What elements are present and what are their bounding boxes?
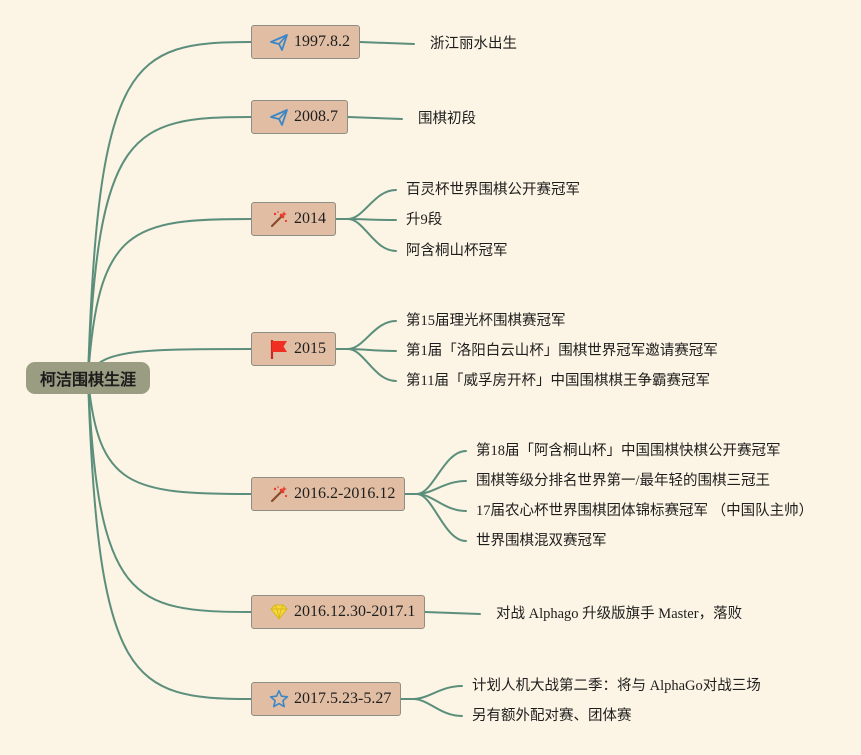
leaf-connector-5-3: [404, 493, 467, 512]
red-flag-icon: [268, 338, 290, 360]
leaf-topic[interactable]: 17届农心杯世界围棋团体锦标赛冠军 （中国队主帅）: [476, 503, 814, 519]
branch-label: 2015: [294, 340, 326, 357]
branch-label: 2008.7: [294, 108, 338, 125]
leaf-topic[interactable]: 第18届「阿含桐山杯」中国围棋快棋公开赛冠军: [476, 443, 781, 459]
leaf-connector-3-1: [335, 189, 397, 220]
leaf-connector-2-1: [347, 116, 403, 120]
root-label: 柯洁围棋生涯: [39, 372, 136, 389]
branch-node-3[interactable]: 2014: [251, 202, 336, 236]
root-connector-5: [87, 377, 252, 495]
leaf-connector-1-1: [359, 41, 415, 45]
root-connector-1: [87, 41, 252, 379]
leaf-topic[interactable]: 第15届理光杯围棋赛冠军: [406, 313, 566, 329]
branch-node-5[interactable]: 2016.2-2016.12: [251, 477, 406, 511]
branch-label: 2014: [294, 210, 326, 227]
leaf-topic[interactable]: 计划人机大战第二季：将与 AlphaGo对战三场: [472, 678, 761, 694]
branch-label: 1997.8.2: [294, 33, 350, 50]
leaf-topic[interactable]: 浙江丽水出生: [430, 36, 517, 52]
leaf-topic[interactable]: 围棋初段: [418, 111, 476, 127]
root-connector-2: [87, 116, 252, 379]
branch-node-6[interactable]: 2016.12.30-2017.1: [251, 595, 426, 629]
leaf-connector-4-3: [335, 348, 397, 382]
leaf-connector-5-2: [404, 480, 467, 495]
root-topic[interactable]: 柯洁围棋生涯: [26, 362, 150, 394]
leaf-topic[interactable]: 世界围棋混双赛冠军: [476, 533, 607, 549]
leaf-topic[interactable]: 第1届「洛阳白云山杯」围棋世界冠军邀请赛冠军: [406, 343, 718, 359]
leaf-topic[interactable]: 阿含桐山杯冠军: [406, 243, 508, 259]
leaf-connector-5-4: [404, 493, 467, 542]
branch-label: 2016.12.30-2017.1: [294, 603, 416, 620]
leaf-connector-7-1: [400, 685, 463, 700]
branch-label: 2016.2-2016.12: [294, 485, 396, 502]
root-connector-7: [87, 377, 252, 700]
leaf-topic[interactable]: 第11届「威孚房开杯」中国围棋棋王争霸赛冠军: [406, 373, 710, 389]
leaf-topic[interactable]: 另有额外配对赛、团体赛: [472, 708, 632, 724]
leaf-topic[interactable]: 百灵杯世界围棋公开赛冠军: [406, 182, 580, 198]
root-connector-6: [87, 377, 252, 613]
branch-node-2[interactable]: 2008.7: [251, 100, 348, 134]
paper-plane-icon: [268, 106, 290, 128]
star-icon: [268, 688, 290, 710]
leaf-topic[interactable]: 围棋等级分排名世界第一/最年轻的围棋三冠王: [476, 473, 771, 489]
leaf-topic[interactable]: 对战 Alphago 升级版旗手 Master，落败: [496, 606, 743, 622]
root-connector-3: [87, 218, 252, 379]
leaf-connector-3-3: [335, 218, 397, 252]
branch-label: 2017.5.23-5.27: [294, 690, 392, 707]
paper-plane-icon: [268, 31, 290, 53]
leaf-connector-5-1: [404, 450, 467, 495]
magic-wand-icon: [268, 208, 290, 230]
magic-wand-icon: [268, 483, 290, 505]
leaf-topic[interactable]: 升9段: [406, 212, 443, 228]
diamond-icon: [268, 601, 290, 623]
leaf-connector-6-1: [424, 611, 481, 615]
leaf-connector-4-1: [335, 320, 397, 350]
leaf-connector-7-2: [400, 698, 463, 717]
branch-node-1[interactable]: 1997.8.2: [251, 25, 360, 59]
branch-node-7[interactable]: 2017.5.23-5.27: [251, 682, 402, 716]
branch-node-4[interactable]: 2015: [251, 332, 336, 366]
